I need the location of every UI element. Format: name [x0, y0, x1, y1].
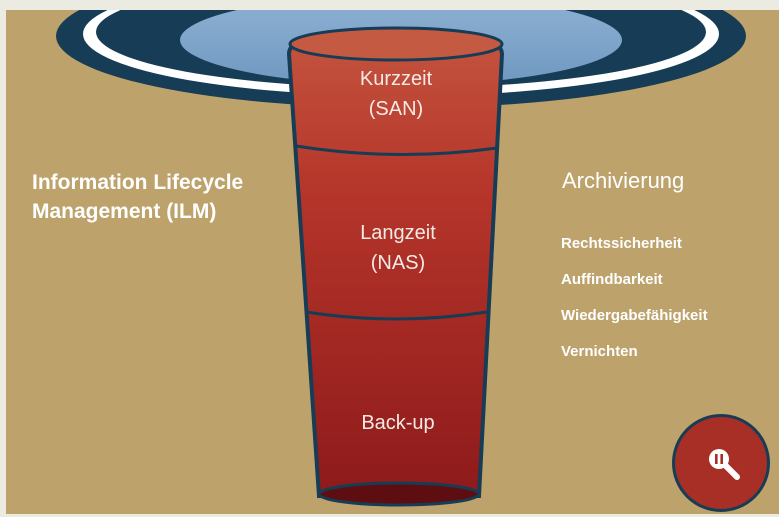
ilm-title-line1: Information Lifecycle: [32, 171, 244, 194]
layer-kurzzeit-sublabel: (SAN): [368, 98, 424, 120]
layer-kurzzeit-label: Kurzzeit: [359, 68, 433, 90]
layer-backup-label: Back-up: [361, 412, 435, 434]
separator-1: [295, 144, 498, 157]
layer-langzeit-label: Langzeit: [360, 222, 436, 244]
separator-2: [305, 310, 488, 321]
layer-langzeit-sublabel: (NAS): [370, 252, 426, 274]
layer-backup: Back-up: [298, 408, 498, 438]
archive-item: Wiedergabefähigkeit: [561, 307, 708, 324]
archive-title: Archivierung: [562, 168, 685, 193]
layer-langzeit: Langzeit (NAS): [298, 218, 498, 278]
layer-kurzzeit: Kurzzeit (SAN): [296, 64, 496, 124]
ilm-title: Information Lifecycle Management (ILM): [32, 168, 312, 226]
funnel-diagram: [56, 10, 746, 507]
archive-item: Rechtssicherheit: [561, 235, 682, 252]
archive-item: Auffindbarkeit: [561, 271, 663, 288]
archive-item: Vernichten: [561, 343, 638, 360]
magnifier-pause-icon: [709, 449, 740, 480]
funnel-bottom: [317, 481, 481, 507]
zoom-button[interactable]: [672, 414, 770, 512]
slide-canvas: Information Lifecycle Management (ILM) K…: [6, 10, 779, 514]
ilm-title-line2: Management (ILM): [32, 200, 217, 223]
funnel-rim: [288, 26, 504, 62]
archive-list: Rechtssicherheit Auffindbarkeit Wiederga…: [561, 235, 708, 379]
